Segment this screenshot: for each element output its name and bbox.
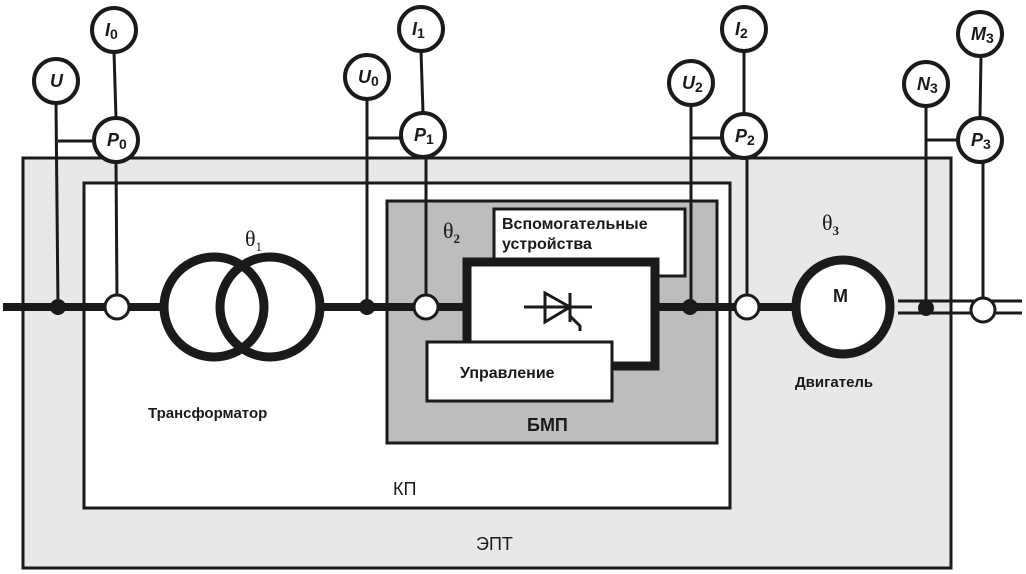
meter-circle [720, 5, 768, 53]
control-label: Управление [460, 365, 555, 382]
meter-circle [90, 6, 138, 54]
meter-label: I0 [105, 20, 118, 42]
transformer-coil-secondary [215, 252, 325, 362]
meter-label: N3 [917, 74, 938, 96]
bmp-label: БМП [527, 415, 568, 435]
meter-u2: U2 [667, 59, 715, 107]
meter-circle [667, 59, 715, 107]
motor-symbol: M [833, 286, 848, 306]
theta-2-label: θ2 [443, 218, 460, 246]
current-node [733, 293, 761, 321]
current-node [412, 293, 440, 321]
meter-label: M3 [971, 24, 994, 46]
auxiliary-label-line2: устройства [502, 236, 592, 253]
control-box [425, 340, 614, 403]
junction-dot [50, 299, 66, 315]
thyristor-icon [524, 290, 592, 331]
theta-3-label: θ3 [822, 210, 840, 238]
motor-circle [791, 255, 895, 359]
meter-label: U2 [682, 73, 703, 95]
auxiliary-label-line1: Вспомогательные [502, 216, 648, 233]
kp-label: КП [393, 479, 416, 499]
meter-p0: P0 [92, 116, 140, 164]
current-node [969, 296, 997, 324]
junction-dot [682, 299, 698, 315]
transformer-label: Трансформатор [148, 405, 267, 422]
meter-label: U [50, 71, 64, 91]
meter-p1: P1 [399, 111, 447, 159]
meter-circle [343, 53, 391, 101]
motor-label: Двигатель [795, 374, 873, 391]
meter-label: P1 [414, 125, 434, 147]
junction-dot [359, 299, 375, 315]
meter-circle [399, 111, 447, 159]
meter-circle [956, 116, 1004, 164]
meter-p3: P3 [956, 116, 1004, 164]
meter-label: U0 [358, 67, 379, 89]
meter-circle [92, 116, 140, 164]
meter-n3: N3 [902, 60, 950, 108]
meter-u: U [32, 57, 80, 105]
transformer-coil-primary [159, 252, 269, 362]
meter-label: I2 [735, 19, 748, 41]
meter-m3: M3 [956, 10, 1004, 58]
meter-circle [956, 10, 1004, 58]
meter-label: P0 [107, 130, 127, 152]
meter-u0: U0 [343, 53, 391, 101]
ept-label: ЭПТ [476, 534, 513, 554]
meter-label: P3 [971, 130, 991, 152]
meter-i0: I0 [90, 6, 138, 54]
meter-i1: I1 [397, 5, 445, 53]
meter-circle [32, 57, 80, 105]
meter-p2: P2 [720, 112, 768, 160]
meter-circle [720, 112, 768, 160]
meter-i2: I2 [720, 5, 768, 53]
meter-circle [902, 60, 950, 108]
junction-dot [918, 300, 934, 316]
theta-1-label: θ1 [245, 226, 262, 254]
measurement-wires [54, 50, 985, 308]
current-node [103, 293, 131, 321]
meter-circle [397, 5, 445, 53]
meter-label: P2 [735, 126, 755, 148]
meter-label: I1 [412, 19, 425, 41]
